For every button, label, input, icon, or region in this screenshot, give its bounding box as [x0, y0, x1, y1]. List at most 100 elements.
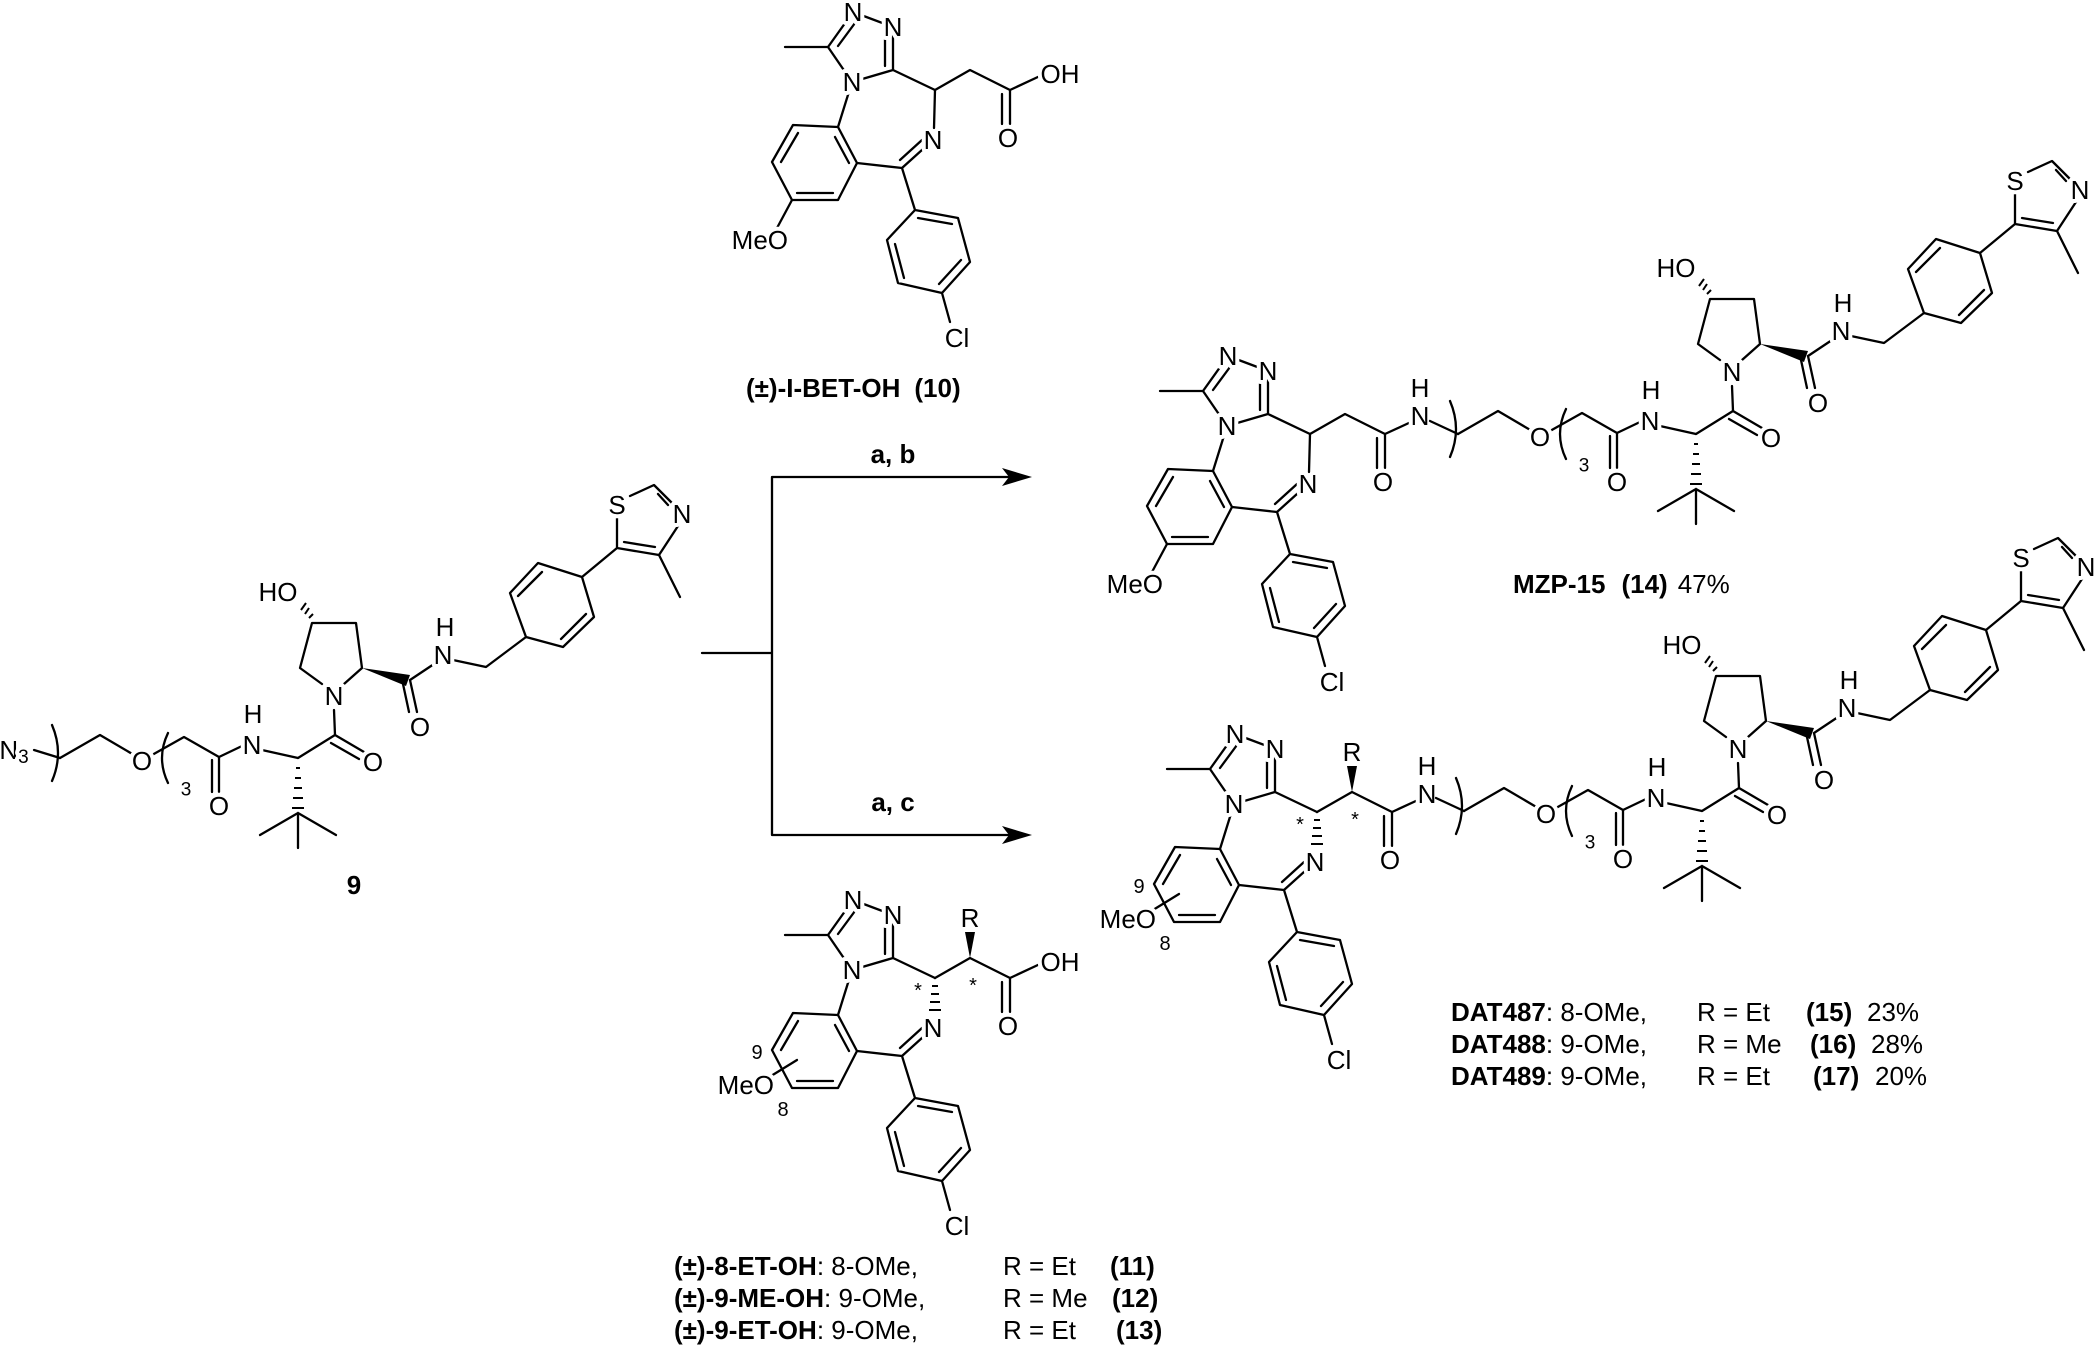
product-list: DAT487: 8-OMe,R = Et(15)23% DAT488: 9-OM…: [1451, 997, 1927, 1091]
atom-n: N: [1838, 693, 1857, 723]
compound-9-label: 9: [347, 870, 361, 900]
acid-list: (±)-8-ET-OH: 8-OMe,R = Et(11) (±)-9-ME-O…: [674, 1251, 1162, 1345]
acetamide-sidechain: O N H: [1307, 369, 1433, 501]
reagents-lower-label: a, c: [871, 787, 914, 817]
atom-o: O: [1761, 423, 1781, 453]
bet-core: N N N N Cl: [770, 881, 973, 1245]
vhl-ligand: O 3 O N H O N HO O N H S N: [1448, 159, 2093, 526]
bet-core-structure: N N N N Cl: [770, 0, 973, 357]
product-row: DAT487: 8-OMe,R = Et(15)23%: [1451, 997, 1919, 1027]
atom-n: N: [434, 640, 453, 670]
atom-n: N: [1723, 357, 1742, 387]
compound-10-label: (±)-I-BET-OH(10): [746, 373, 961, 403]
acid-row: (±)-9-ME-OH: 9-OMe,R = Me(12): [674, 1283, 1158, 1313]
atom-oh: OH: [1041, 947, 1080, 977]
atom-n: N: [1411, 401, 1430, 431]
atom-n: N: [844, 0, 863, 27]
methoxy-floating-group: 9 8 MeO: [714, 1038, 799, 1125]
peg-repeat-subscript: 3: [1579, 456, 1590, 477]
atom-o: O: [1530, 422, 1550, 452]
atom-n: N: [1418, 779, 1437, 809]
atom-o: O: [1814, 765, 1834, 795]
atom-h: H: [1834, 288, 1853, 318]
acid-row: (±)-8-ET-OH: 8-OMe,R = Et(11): [674, 1251, 1155, 1281]
atom-o: O: [132, 746, 152, 776]
atom-h: H: [1642, 375, 1661, 405]
atom-n: N: [1219, 341, 1238, 371]
bet-core: N N N N Cl: [1152, 715, 1355, 1079]
stereo-star: *: [969, 975, 977, 997]
atom-n: N: [1729, 734, 1748, 764]
atom-n: N: [1218, 411, 1237, 441]
atom-ho: HO: [259, 577, 298, 607]
peg-repeat-subscript: 3: [181, 780, 192, 801]
atom-n: N: [1306, 847, 1325, 877]
position-8-label: 8: [1159, 933, 1170, 955]
atom-n: N: [1647, 783, 1666, 813]
peg-repeat-subscript: 3: [1585, 833, 1596, 854]
atom-o: O: [410, 712, 430, 742]
atom-n: N: [924, 1013, 943, 1043]
atom-h: H: [1648, 752, 1667, 782]
reaction-arrows: a, b a, c: [700, 439, 1032, 844]
atom-n: N: [884, 900, 903, 930]
compound-14-label: MZP-15(14)47%: [1513, 569, 1730, 599]
atom-n: N: [924, 125, 943, 155]
atom-cl: Cl: [1327, 1045, 1352, 1075]
atom-h: H: [436, 612, 455, 642]
atom-n: N: [1259, 356, 1278, 386]
atom-n: N: [1299, 469, 1318, 499]
atom-o: O: [209, 791, 229, 821]
stereo-star: *: [1351, 809, 1359, 831]
product-row: DAT489: 9-OMe,R = Et(17)20%: [1451, 1061, 1927, 1091]
atom-r: R: [961, 903, 980, 933]
compound-9: O 3 O N H O N HO O N H S N N3 9: [0, 483, 695, 900]
compounds-15-17: N N N N Cl * * R O N H 9 8 MeO: [1096, 536, 2096, 1091]
atom-cl: Cl: [1320, 667, 1345, 697]
atom-n: N: [2077, 552, 2096, 582]
methoxy-group: MeO: [728, 198, 794, 259]
compounds-11-13: N N N N Cl R * * O OH 9 8 MeO: [674, 881, 1162, 1345]
atom-o: O: [1613, 844, 1633, 874]
atom-o: O: [998, 123, 1018, 153]
atom-n: N: [1832, 316, 1851, 346]
atom-n: N: [1641, 406, 1660, 436]
stereo-star: *: [914, 980, 922, 1002]
methoxy-floating-group: 9 8 MeO: [1096, 872, 1181, 959]
atom-meo: MeO: [1107, 569, 1163, 599]
atom-n: N: [1226, 719, 1245, 749]
atom-n: N: [243, 730, 262, 760]
atom-s: S: [2012, 543, 2029, 573]
atom-o: O: [1808, 388, 1828, 418]
atom-oh: OH: [1041, 59, 1080, 89]
atom-n: N: [843, 955, 862, 985]
arrowhead-lower: [1002, 826, 1032, 844]
acid-row: (±)-9-ET-OH: 9-OMe,R = Et(13): [674, 1315, 1162, 1345]
atom-ho: HO: [1657, 253, 1696, 283]
atom-s: S: [2006, 166, 2023, 196]
compound-14: N N N N Cl O N H MeO: [1103, 159, 2093, 701]
position-9-label: 9: [1133, 876, 1144, 898]
atom-n: N: [1266, 734, 1285, 764]
reagents-upper-label: a, b: [871, 439, 916, 469]
atom-o: O: [363, 747, 383, 777]
bet-core: N N N N Cl: [1145, 337, 1348, 701]
stereo-star: *: [1296, 814, 1304, 836]
vhl-ligand: O 3 O N H O N HO O N H S N: [1454, 536, 2096, 903]
arrowhead-upper: [1002, 468, 1032, 486]
compound-10: N N N N Cl O OH MeO (±)-I-BET-OH(10): [728, 0, 1084, 403]
atom-cl: Cl: [945, 1211, 970, 1241]
atom-n: N: [843, 67, 862, 97]
position-8-label: 8: [777, 1099, 788, 1121]
atom-meo: MeO: [718, 1070, 774, 1100]
atom-n: N: [884, 12, 903, 42]
position-9-label: 9: [751, 1042, 762, 1064]
atom-n: N: [1225, 789, 1244, 819]
atom-o: O: [1607, 467, 1627, 497]
azide-label: N3: [0, 735, 29, 768]
atom-h: H: [244, 699, 263, 729]
atom-h: H: [1418, 751, 1437, 781]
atom-r: R: [1343, 737, 1362, 767]
atom-o: O: [998, 1011, 1018, 1041]
